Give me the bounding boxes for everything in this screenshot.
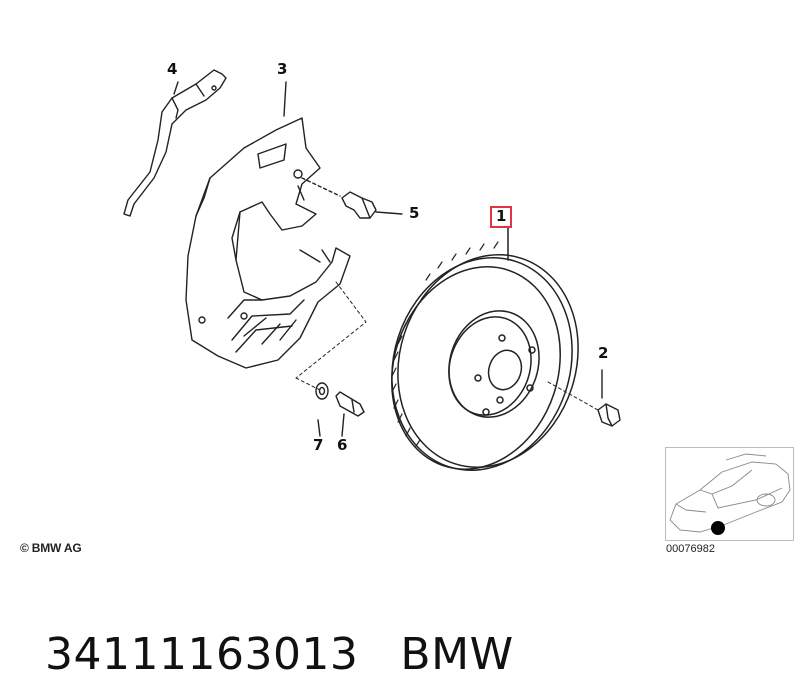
part-3-dust-shield xyxy=(185,117,351,369)
footer: 34111163013 BMW xyxy=(16,589,514,677)
callout-part-6[interactable]: 6 xyxy=(337,436,348,454)
callout-part-3[interactable]: 3 xyxy=(277,60,288,78)
part-4-bracket xyxy=(123,69,227,217)
part-7-washer xyxy=(315,382,329,400)
callout-part-7[interactable]: 7 xyxy=(313,436,324,454)
part-1-brake-disc xyxy=(391,227,579,472)
brand-name: BMW xyxy=(400,629,514,680)
part-5-bolt xyxy=(301,177,377,219)
part-2-stud xyxy=(597,369,621,427)
part-number: 34111163013 xyxy=(44,629,359,680)
callout-part-5[interactable]: 5 xyxy=(409,204,420,222)
callout-part-4[interactable]: 4 xyxy=(167,60,178,78)
car-location-icon xyxy=(669,453,791,535)
callout-part-2[interactable]: 2 xyxy=(598,344,609,362)
copyright-label: © BMW AG xyxy=(20,541,82,555)
vehicle-location-thumbnail[interactable] xyxy=(665,447,794,541)
part-6-bolt xyxy=(335,391,365,417)
thumbnail-image-id: 00076982 xyxy=(666,543,715,555)
callout-part-1[interactable]: 1 xyxy=(490,206,513,228)
